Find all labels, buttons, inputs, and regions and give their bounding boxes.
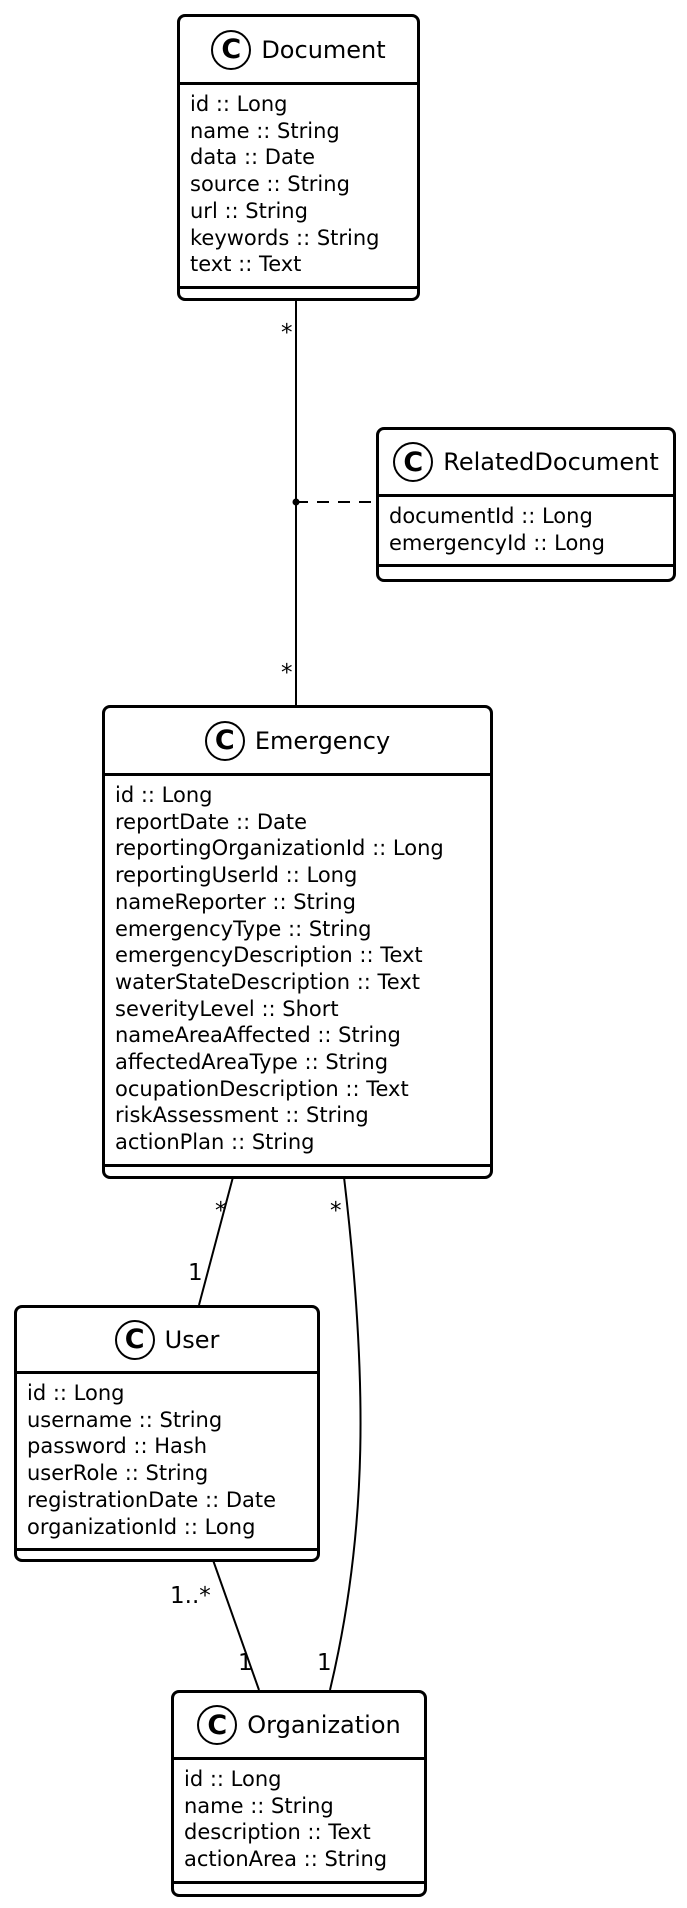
class-c-icon: C — [114, 1319, 155, 1360]
attribute: emergencyId :: Long — [389, 530, 605, 555]
attribute: affectedAreaType :: String — [115, 1050, 389, 1075]
attribute: username :: String — [27, 1407, 223, 1432]
emergency-class[interactable]: C Emergency id :: Long reportDate :: Dat… — [102, 705, 493, 1179]
class-name: User — [164, 1325, 220, 1354]
attribute: nameReporter :: String — [115, 889, 356, 914]
organization-attributes: id :: Long name :: String description ::… — [174, 1760, 424, 1884]
organization-class-header: C Organization — [174, 1693, 424, 1760]
attribute: data :: Date — [190, 145, 315, 170]
attribute: registrationDate :: Date — [27, 1487, 277, 1512]
document-class-header: C Document — [180, 17, 417, 85]
attribute: riskAssessment :: String — [115, 1103, 369, 1128]
attribute: actionPlan :: String — [115, 1130, 315, 1155]
user-class-header: C User — [17, 1308, 317, 1374]
multiplicity-label: * — [330, 1198, 342, 1224]
document-attributes: id :: Long name :: String data :: Date s… — [180, 85, 417, 289]
attribute: name :: String — [190, 118, 340, 143]
multiplicity-label: 1 — [188, 1260, 203, 1286]
attribute: actionArea :: String — [184, 1847, 388, 1872]
class-name: RelatedDocument — [443, 448, 659, 476]
attribute: documentId :: Long — [389, 504, 593, 528]
document-class[interactable]: C Document id :: Long name :: String dat… — [177, 14, 420, 301]
attribute: source :: String — [190, 172, 350, 197]
user-organization-association — [212, 1559, 260, 1691]
attribute: reportingUserId :: Long — [115, 863, 358, 888]
multiplicity-label: 1..* — [170, 1583, 211, 1609]
class-name: Emergency — [254, 726, 391, 755]
user-attributes: id :: Long username :: String password :… — [17, 1374, 317, 1552]
attribute: reportDate :: Date — [115, 809, 308, 834]
attribute: id :: Long — [190, 92, 288, 116]
class-name: Organization — [247, 1711, 401, 1739]
attribute: id :: Long — [184, 1767, 282, 1791]
emergency-organization-association — [329, 1176, 362, 1691]
multiplicity-label: * — [215, 1198, 227, 1224]
multiplicity-label: * — [281, 320, 293, 346]
attribute: text :: Text — [190, 252, 302, 277]
attribute: reportingOrganizationId :: Long — [115, 836, 444, 861]
attribute: emergencyType :: String — [115, 916, 372, 941]
related-document-attributes: documentId :: Long emergencyId :: Long — [379, 497, 673, 568]
attribute: url :: String — [190, 198, 308, 223]
class-c-icon: C — [197, 1705, 238, 1745]
attribute: id :: Long — [27, 1381, 125, 1405]
attribute: severityLevel :: Short — [115, 996, 339, 1021]
class-c-icon: C — [211, 29, 252, 70]
attribute: password :: Hash — [27, 1434, 208, 1459]
multiplicity-label: 1 — [317, 1650, 332, 1676]
emergency-user-association — [198, 1176, 234, 1306]
organization-class[interactable]: C Organization id :: Long name :: String… — [171, 1690, 427, 1897]
attribute: userRole :: String — [27, 1461, 209, 1486]
emergency-attributes: id :: Long reportDate :: Date reportingO… — [105, 776, 490, 1167]
related-document-class[interactable]: C RelatedDocument documentId :: Long eme… — [376, 427, 676, 582]
attribute: description :: Text — [184, 1820, 371, 1845]
class-name: Document — [261, 35, 386, 64]
attribute: nameAreaAffected :: String — [115, 1023, 401, 1048]
emergency-class-header: C Emergency — [105, 708, 490, 776]
multiplicity-label: * — [281, 660, 293, 686]
attribute: keywords :: String — [190, 225, 380, 250]
multiplicity-label: 1 — [238, 1650, 253, 1676]
attribute: waterStateDescription :: Text — [115, 969, 420, 994]
class-c-icon: C — [204, 720, 245, 761]
attribute: organizationId :: Long — [27, 1514, 256, 1539]
attribute: id :: Long — [115, 783, 213, 807]
attribute: ocupationDescription :: Text — [115, 1076, 409, 1101]
class-c-icon: C — [393, 442, 434, 482]
related-document-class-header: C RelatedDocument — [379, 430, 673, 497]
attribute: emergencyDescription :: Text — [115, 943, 423, 968]
user-class[interactable]: C User id :: Long username :: String pas… — [14, 1305, 320, 1562]
attribute: name :: String — [184, 1793, 334, 1818]
